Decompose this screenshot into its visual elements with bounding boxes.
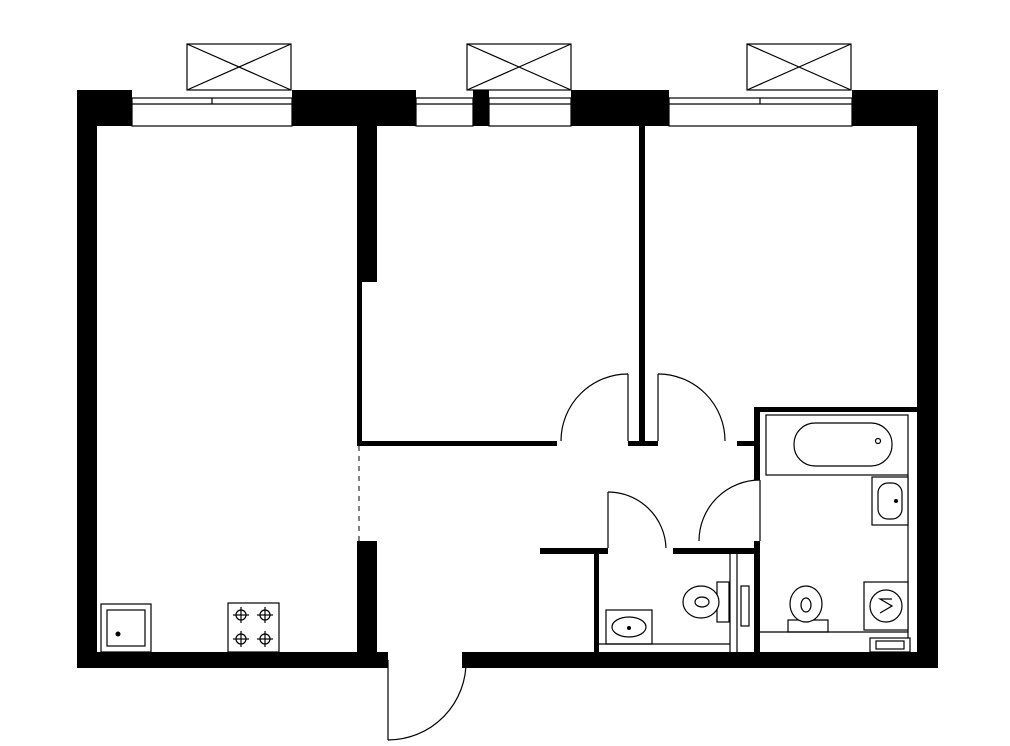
window-right (668, 97, 853, 127)
exterior-walls (77, 90, 938, 668)
balcony-left (186, 43, 292, 91)
door-bathroom[interactable] (698, 479, 761, 542)
bathroom-toilet-icon (787, 585, 829, 633)
washing-machine-icon (863, 581, 909, 631)
balcony-middle (466, 43, 572, 91)
door-toilet[interactable] (607, 491, 667, 549)
window-left (131, 97, 293, 127)
bathroom-washbasin-icon (871, 476, 909, 526)
toilet-room-toilet-icon (682, 581, 730, 623)
door-entrance[interactable] (380, 652, 470, 741)
service-shaft (729, 554, 750, 652)
water-heater-icon (869, 637, 911, 653)
balcony-right (746, 43, 852, 91)
stove-icon (227, 602, 280, 653)
window-middle-b (488, 97, 572, 127)
interior-walls (357, 126, 918, 652)
toilet-room-washbasin-icon (605, 609, 653, 645)
door-middle-bedroom[interactable] (560, 373, 629, 442)
kitchen-sink-icon (100, 603, 152, 653)
bathtub-icon (765, 414, 909, 476)
window-middle-a (415, 97, 474, 127)
door-right-bedroom[interactable] (657, 373, 726, 442)
